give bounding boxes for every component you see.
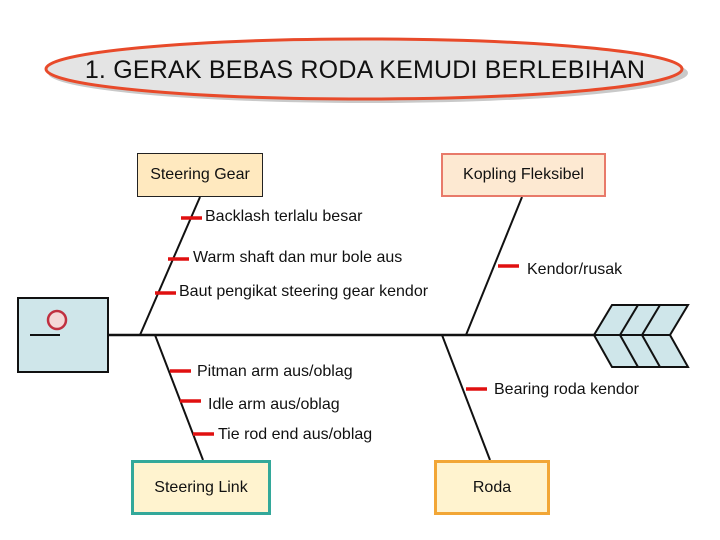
fish-head xyxy=(17,297,109,373)
title-banner: 1. GERAK BEBAS RODA KEMUDI BERLEBIHAN xyxy=(40,42,690,102)
cause-label: Warm shaft dan mur bole aus xyxy=(193,249,403,266)
fish-eye xyxy=(46,309,68,331)
category-roda: Roda xyxy=(434,460,550,515)
cause-label: Backlash terlalu besar xyxy=(205,208,363,225)
fish-tail-upper xyxy=(592,304,690,336)
fish-tail-stripe xyxy=(641,334,661,368)
cause-label: Bearing roda kendor xyxy=(494,381,639,398)
cause-label: Pitman arm aus/oblag xyxy=(197,363,353,380)
bone-steering-gear xyxy=(139,196,201,336)
page-title: 1. GERAK BEBAS RODA KEMUDI BERLEBIHAN xyxy=(84,56,646,84)
category-kopling-fleksibel: Kopling Fleksibel xyxy=(441,153,606,197)
bone-kopling-fleksibel xyxy=(465,196,523,336)
fish-tail-stripe xyxy=(641,304,661,336)
cause-label: Tie rod end aus/oblag xyxy=(218,426,373,443)
title-oval xyxy=(44,37,684,101)
fish-tail-stripe xyxy=(619,334,639,368)
bone-steering-link xyxy=(154,334,204,461)
cause-label: Baut pengikat steering gear kendor xyxy=(179,283,429,300)
bone-roda xyxy=(441,334,491,461)
category-steering-gear: Steering Gear xyxy=(137,153,263,197)
category-steering-link: Steering Link xyxy=(131,460,271,515)
cause-label: Idle arm aus/oblag xyxy=(208,396,340,413)
fish-tail-stripe xyxy=(619,304,639,336)
fish-tail-lower xyxy=(592,334,690,368)
cause-label: Kendor/rusak xyxy=(527,261,623,278)
